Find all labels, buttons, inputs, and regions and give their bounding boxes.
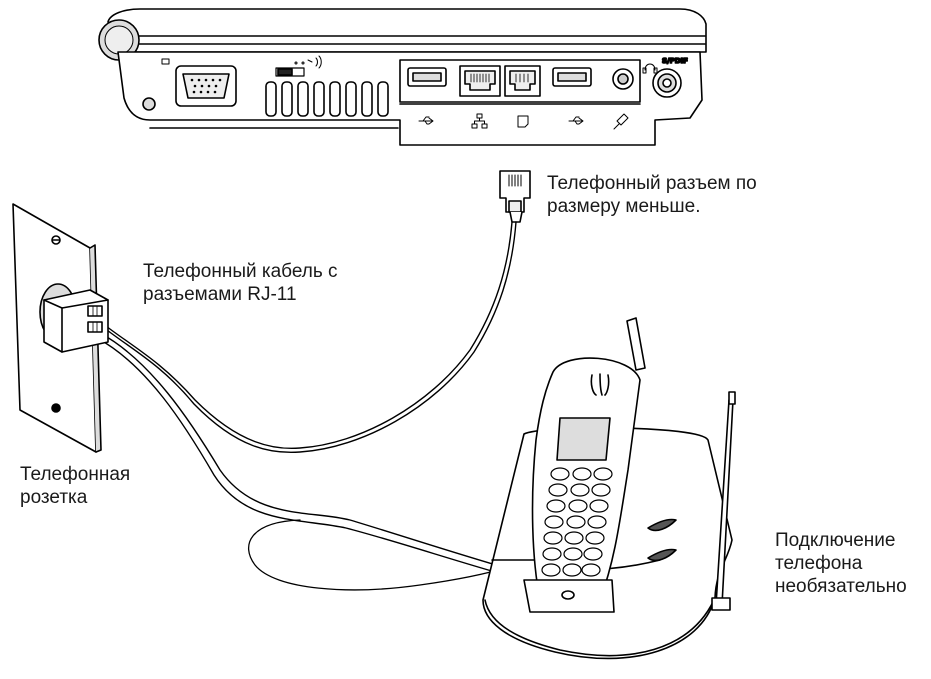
spdif-jack[interactable] [652, 68, 682, 98]
cable-label: Телефонный кабель с разъемами RJ-11 [143, 260, 338, 306]
wall-socket [12, 203, 109, 453]
usb-port-2[interactable] [552, 67, 592, 87]
wall-socket-label-line2: розетка [20, 487, 88, 508]
wireless-switch-icon [294, 55, 322, 69]
spdif-label: S/PDIF [662, 57, 688, 65]
cable-label-line1: Телефонный кабель с [143, 261, 338, 282]
phone-optional-label-line3: необязательно [775, 576, 907, 597]
usb-icon [418, 116, 434, 125]
ventilation-grille [265, 81, 389, 117]
wall-socket-label-line1: Телефонная [20, 464, 131, 485]
cordless-handset [523, 317, 646, 613]
microphone-icon [613, 113, 629, 130]
phone-optional-label-line1: Подключение [775, 530, 896, 551]
small-jack-label: Телефонный разъем по размеру меньше. [547, 172, 757, 218]
wireless-switch[interactable] [275, 67, 305, 77]
phone-optional-label: Подключение телефона необязательно [775, 529, 907, 598]
wall-socket-label: Телефонная розетка [20, 463, 130, 509]
vga-port[interactable] [175, 65, 237, 107]
small-jack-label-line2: размеру меньше. [547, 196, 701, 217]
phone-cable [96, 221, 521, 591]
rj11-plug-laptop [499, 170, 531, 223]
small-jack-label-line1: Телефонный разъем по [547, 173, 757, 194]
lan-icon [471, 113, 488, 129]
lan-port[interactable] [459, 65, 501, 97]
usb-port-1[interactable] [407, 67, 447, 87]
vga-port-icon [161, 58, 170, 65]
modem-icon [517, 115, 529, 128]
usb-icon [568, 116, 584, 125]
microphone-jack[interactable] [612, 68, 634, 90]
cable-label-line2: разъемами RJ-11 [143, 284, 297, 305]
modem-port[interactable] [504, 65, 541, 97]
phone-optional-label-line2: телефона [775, 553, 863, 574]
